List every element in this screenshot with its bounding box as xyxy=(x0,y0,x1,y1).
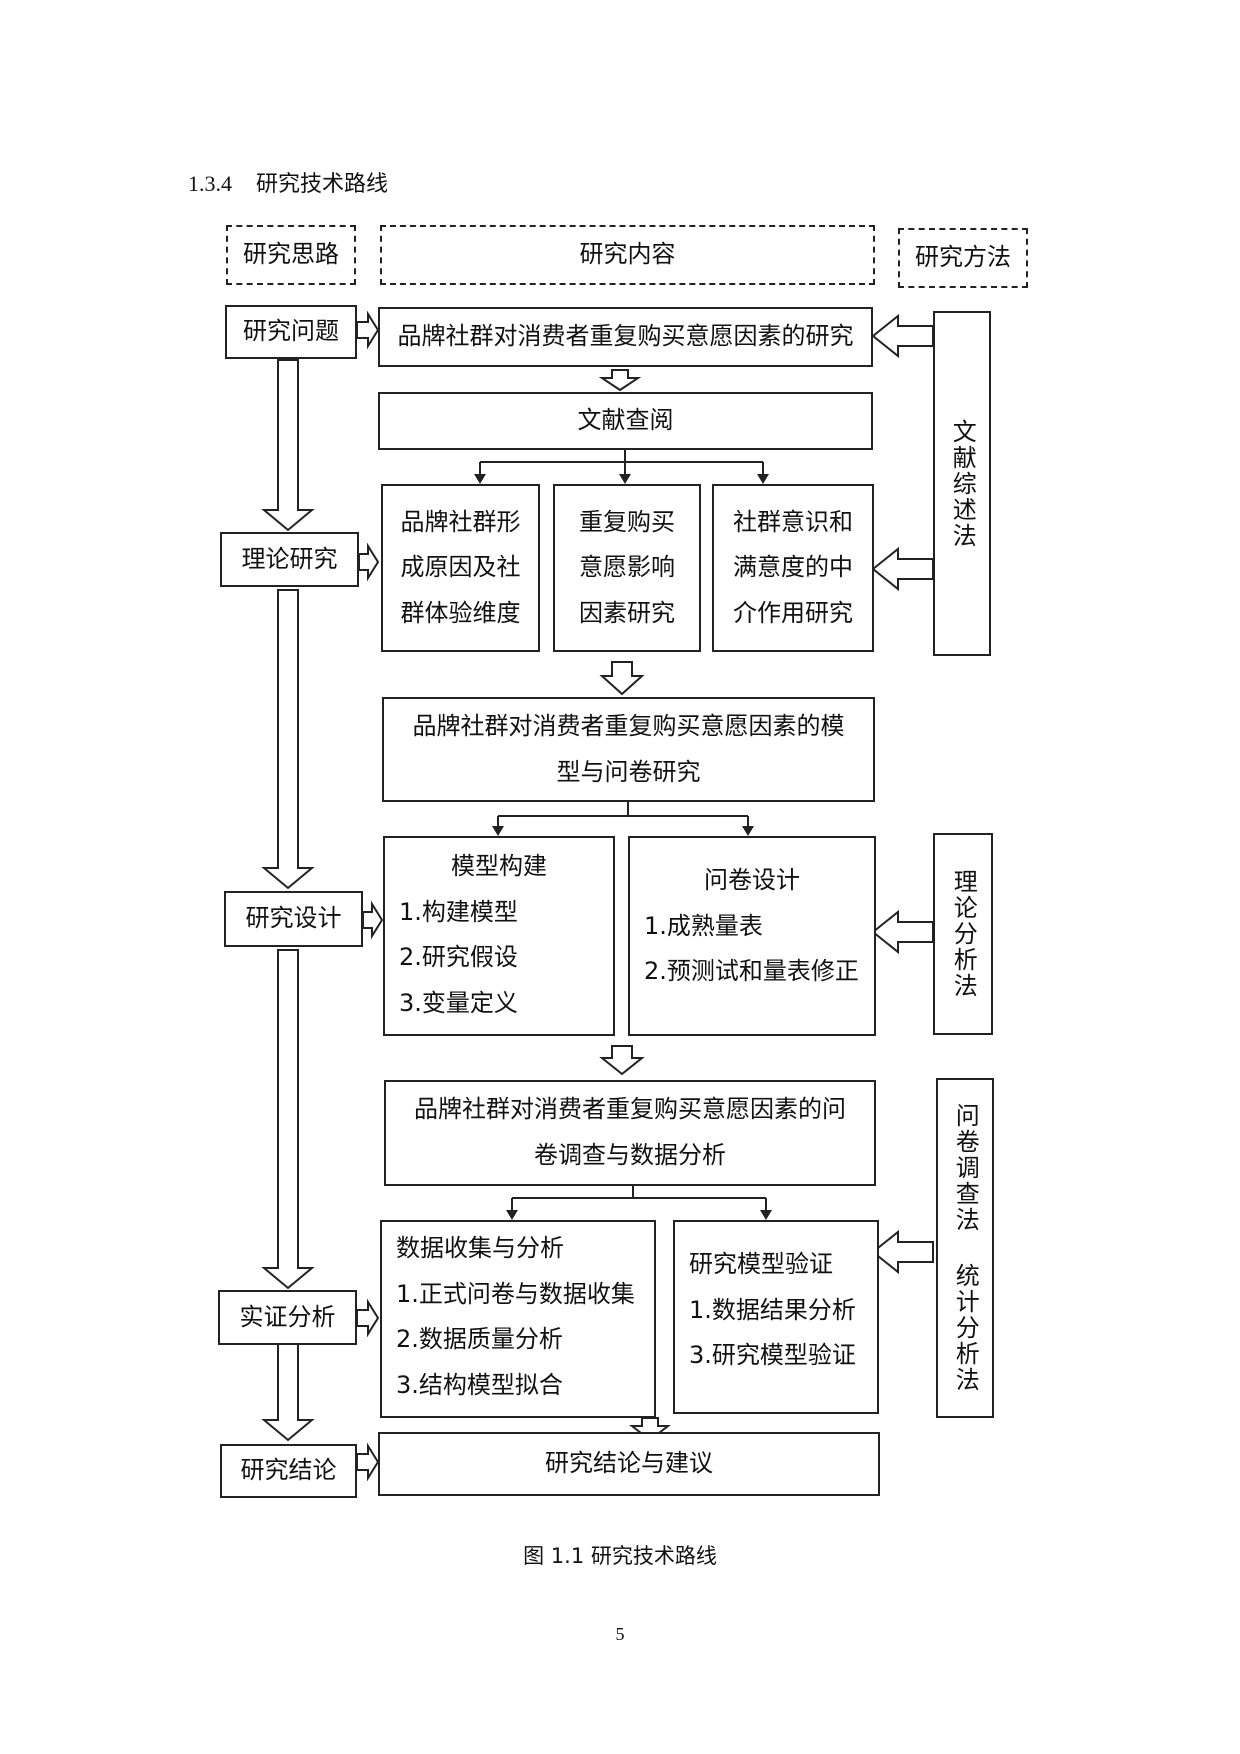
branch-literature xyxy=(479,450,764,478)
topic2-line-3: 因素研究 xyxy=(579,598,675,627)
left-arrow-method-empirical xyxy=(871,1229,934,1275)
method-literature-review-text: 文献综述法 xyxy=(948,418,977,549)
stage-problem: 研究问题 xyxy=(225,305,357,359)
topic3-line-1: 社群意识和 xyxy=(733,507,853,536)
right-arrow-theory xyxy=(358,542,380,582)
questionnaire-item-2: 2.预测试和量表修正 xyxy=(644,957,859,986)
tip-topic1 xyxy=(474,474,486,484)
topic-repurchase-factors: 重复购买 意愿影响 因素研究 xyxy=(553,484,701,652)
data-item-1: 1.正式问卷与数据收集 xyxy=(396,1279,635,1308)
left-arrow-method-design xyxy=(871,909,934,955)
topic-community-formation: 品牌社群形 成原因及社 群体验维度 xyxy=(381,484,540,652)
column-header-method: 研究方法 xyxy=(898,228,1028,288)
figure-caption: 图 1.1 研究技术路线 xyxy=(523,1544,717,1568)
section-heading: 1.3.4 研究技术路线 xyxy=(188,166,388,198)
down-arrow-empirical-conclusion xyxy=(261,1341,315,1442)
right-arrow-problem xyxy=(356,310,380,350)
verify-title: 研究模型验证 xyxy=(689,1250,833,1278)
right-arrow-design xyxy=(362,900,384,940)
model-study-line-2: 型与问卷研究 xyxy=(556,757,701,786)
down-arrow-problem-theory xyxy=(261,359,315,532)
topic-mediation-effect: 社群意识和 满意度的中 介作用研究 xyxy=(712,484,874,652)
model-build-item-2: 2.研究假设 xyxy=(399,943,518,972)
literature-review-box: 文献查阅 xyxy=(378,392,873,450)
survey-analysis-box: 品牌社群对消费者重复购买意愿因素的问 卷调查与数据分析 xyxy=(384,1080,876,1186)
model-build-title: 模型构建 xyxy=(451,852,547,880)
model-build-item-1: 1.构建模型 xyxy=(399,897,518,926)
main-topic-box: 品牌社群对消费者重复购买意愿因素的研究 xyxy=(378,307,873,367)
section-title: 研究技术路线 xyxy=(256,172,389,197)
method-literature-review: 文献综述法 xyxy=(933,311,991,656)
model-build-item-3: 3.变量定义 xyxy=(399,988,518,1017)
tip-topic3 xyxy=(757,474,769,484)
questionnaire-item-1: 1.成熟量表 xyxy=(644,911,763,940)
right-arrow-conclusion xyxy=(356,1442,380,1482)
left-arrow-method-topics xyxy=(871,546,934,592)
conclusion-box: 研究结论与建议 xyxy=(378,1432,880,1496)
survey-line-1: 品牌社群对消费者重复购买意愿因素的问 xyxy=(414,1095,846,1124)
column-header-content: 研究内容 xyxy=(380,225,875,285)
down-arrow-topics-model xyxy=(599,661,645,696)
down-arrow-design-empirical xyxy=(261,949,315,1290)
survey-line-2: 卷调查与数据分析 xyxy=(534,1141,726,1169)
stage-conclusion: 研究结论 xyxy=(220,1444,357,1498)
questionnaire-design-box: 问卷设计 1.成熟量表 2.预测试和量表修正 xyxy=(628,836,876,1036)
topic2-line-1: 重复购买 xyxy=(579,507,675,536)
topic1-line-2: 成原因及社 xyxy=(400,553,521,582)
data-item-2: 2.数据质量分析 xyxy=(396,1325,563,1354)
column-header-idea: 研究思路 xyxy=(226,225,356,285)
down-arrow-design-survey xyxy=(599,1045,645,1076)
topic3-line-3: 介作用研究 xyxy=(733,598,853,627)
tip-verify xyxy=(760,1210,772,1220)
data-item-3: 3.结构模型拟合 xyxy=(396,1370,563,1399)
left-arrow-method-main xyxy=(871,313,934,359)
stage-theory: 理论研究 xyxy=(220,532,359,587)
verify-item-2: 3.研究模型验证 xyxy=(689,1341,856,1370)
model-study-box: 品牌社群对消费者重复购买意愿因素的模 型与问卷研究 xyxy=(382,697,875,802)
branch-survey xyxy=(511,1186,767,1214)
stage-empirical: 实证分析 xyxy=(218,1290,357,1345)
tip-topic2 xyxy=(619,474,631,484)
method-survey-statistics-text: 问卷调查法 统计分析法 xyxy=(951,1103,980,1393)
model-study-line-1: 品牌社群对消费者重复购买意愿因素的模 xyxy=(412,711,845,740)
method-theory-analysis: 理论分析法 xyxy=(933,833,993,1035)
questionnaire-title: 问卷设计 xyxy=(704,866,800,894)
stage-design: 研究设计 xyxy=(224,891,363,947)
topic2-line-2: 意愿影响 xyxy=(579,553,675,582)
tip-questionnaire xyxy=(742,826,754,836)
model-verification-box: 研究模型验证 1.数据结果分析 3.研究模型验证 xyxy=(673,1220,879,1414)
method-survey-statistics: 问卷调查法 统计分析法 xyxy=(936,1078,994,1418)
data-collection-box: 数据收集与分析 1.正式问卷与数据收集 2.数据质量分析 3.结构模型拟合 xyxy=(380,1220,656,1418)
topic1-line-3: 群体验维度 xyxy=(400,598,521,627)
down-arrow-theory-design xyxy=(261,589,315,890)
model-build-box: 模型构建 1.构建模型 2.研究假设 3.变量定义 xyxy=(383,836,615,1036)
section-number: 1.3.4 xyxy=(188,171,232,196)
down-arrow-main-literature xyxy=(598,369,642,392)
tip-model-build xyxy=(492,826,504,836)
verify-item-1: 1.数据结果分析 xyxy=(689,1295,856,1324)
tip-data xyxy=(506,1210,518,1220)
page-number: 5 xyxy=(615,1624,625,1644)
method-theory-analysis-text: 理论分析法 xyxy=(949,869,978,999)
topic3-line-2: 满意度的中 xyxy=(733,553,853,582)
branch-model xyxy=(497,802,749,830)
data-title: 数据收集与分析 xyxy=(396,1234,564,1262)
topic1-line-1: 品牌社群形 xyxy=(400,507,521,536)
right-arrow-empirical xyxy=(356,1298,380,1338)
